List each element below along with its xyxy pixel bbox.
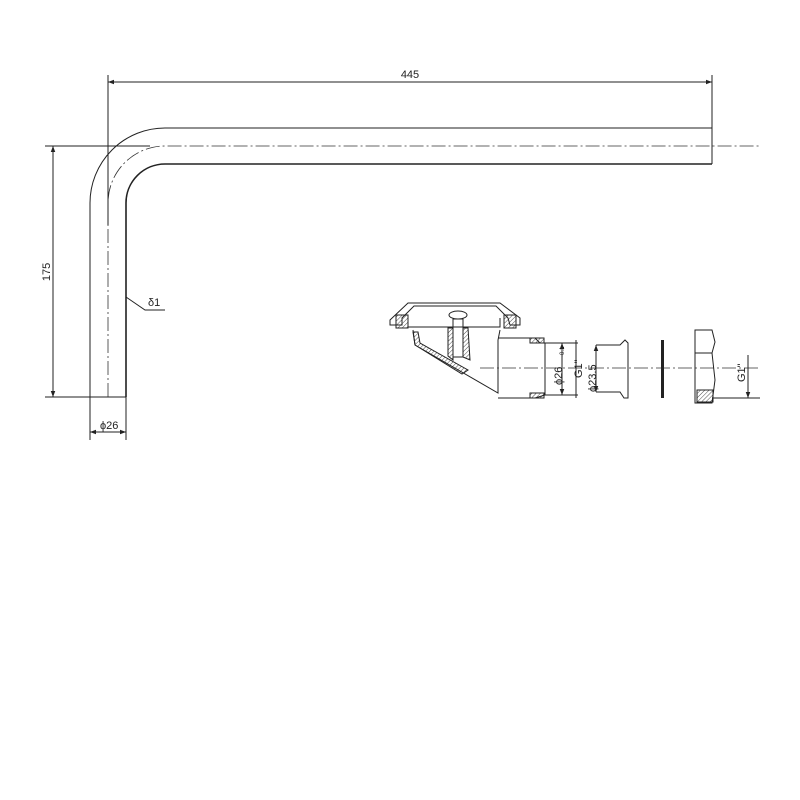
wall-thickness-label: δ1 [148,297,160,309]
length-label: 445 [401,69,419,81]
drain-fitting: ϕ26 -0.1 G1" [389,302,760,399]
nut: G1" [694,329,760,404]
nut-thread-label: G1" [736,363,748,382]
ferrule: ϕ23.5 [587,339,629,399]
bent-pipe [89,127,760,398]
diameter-label: ϕ26 [100,420,118,432]
fitting-diameter-label: ϕ26 [553,367,565,385]
dimension-length: 445 [107,69,713,225]
fitting-thread-label: G1" [573,359,585,378]
height-label: 175 [41,263,53,281]
dimension-height: 175 [41,145,150,398]
fitting-tolerance-label: -0.1 [560,346,566,357]
wall-thickness-callout: δ1 [125,296,165,311]
dimension-diameter: ϕ26 [89,397,127,440]
ferrule-diameter-label: ϕ23.5 [587,364,599,392]
washer [661,340,664,398]
